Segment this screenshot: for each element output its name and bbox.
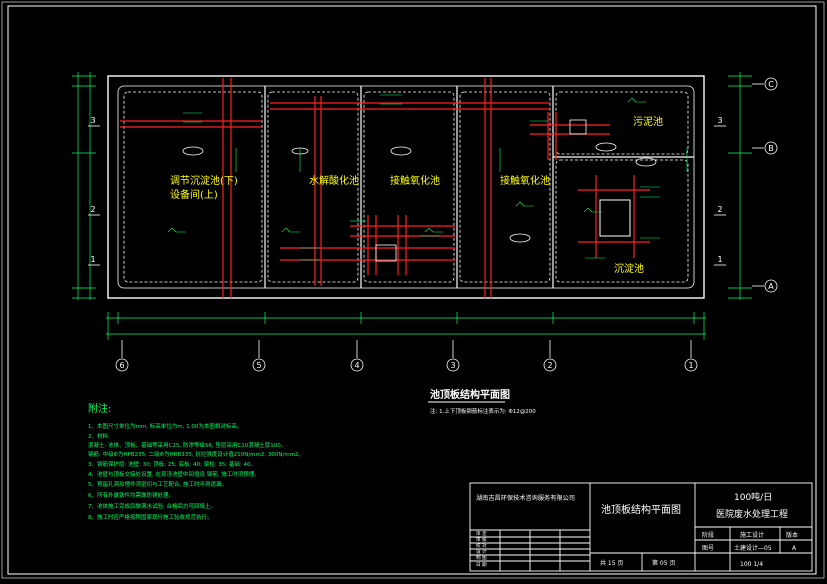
- axis-label-2: 2: [547, 361, 552, 370]
- company-name: 湖南吉昌环保技术咨询服务有限公司: [476, 494, 575, 502]
- value-version: A: [792, 545, 797, 552]
- note-line: 混凝土: 池体、顶板、基础等采用C25, 防渗等级S6, 垫层采用C10混凝土厚…: [88, 441, 286, 449]
- tank-outer-wall: [107, 75, 705, 299]
- label-stage: 阶段: [702, 531, 714, 539]
- room-labels: 调节沉淀池(下) 设备间(上) 水解酸化池 接触氧化池 接触氧化池 污泥池 沉淀…: [170, 115, 663, 275]
- axis-bubbles-bottom: [115, 340, 698, 372]
- drawing-title: 池顶板结构平面图: [430, 388, 510, 401]
- vertical-rebar-tags: [235, 148, 688, 172]
- scale-value: 100 1/4: [740, 561, 763, 568]
- label-drawing-no: 图号: [702, 545, 714, 552]
- note-line: 5、预留孔洞及埋件须密切与工艺配合, 施工时不得遗漏。: [88, 480, 227, 488]
- note-line: 1、本图尺寸单位为mm, 标高单位为m, 1.00为本图相对标高。: [88, 422, 242, 430]
- note-line: 钢筋: 中级Φ为HPB235, 二级Φ为HRB335, 抗拉强度设计值210N/…: [88, 450, 304, 458]
- sign-row: 审 定: [476, 530, 487, 537]
- room-label-wuni: 污泥池: [633, 115, 663, 128]
- axis-label-5: 5: [256, 361, 261, 370]
- rebar-lines: [120, 78, 650, 298]
- level-marks: [167, 97, 646, 233]
- opening-small-1: [375, 244, 397, 262]
- note-line: 3、钢筋保护层: 池壁: 30; 顶板: 25; 底板: 40; 梁柱: 35;…: [88, 460, 256, 468]
- elevation-markers: [182, 142, 657, 243]
- sign-row: 设 计: [476, 548, 487, 555]
- note-line: 8、施工时应严格按照国家现行施工验收规范执行。: [88, 513, 213, 521]
- note-line: 7、池体施工完成后做满水试验, 合格后方可回填土。: [88, 502, 216, 510]
- row-label-left-2: 2: [90, 205, 95, 214]
- drawing-note: 注: 1.上下顶板钢筋标注表示为: Φ12@200: [430, 407, 536, 415]
- rebar-annotations: [183, 94, 660, 261]
- project-name: 医院废水处理工程: [716, 508, 788, 520]
- internal-walls: [123, 91, 689, 283]
- project-capacity: 100吨/日: [734, 491, 772, 503]
- notes-list: 1、本图尺寸单位为mm, 标高单位为m, 1.00为本图相对标高。 2、材料: …: [88, 422, 304, 521]
- sign-row: 审 核: [476, 536, 487, 543]
- room-label-tiaojie: 调节沉淀池(下): [170, 174, 238, 187]
- sheet-frame: [7, 5, 817, 575]
- sign-row: 日 期: [476, 562, 487, 568]
- partition-walls: [264, 86, 694, 288]
- sign-row: 校 对: [476, 542, 487, 549]
- axis-label-b: B: [768, 144, 774, 153]
- page-total: 共 15 页: [600, 559, 623, 567]
- row-label-right-3: 3: [717, 116, 722, 125]
- room-label-shebei: 设备间(上): [170, 188, 218, 201]
- axis-label-3: 3: [450, 361, 455, 370]
- note-line: 2、材料:: [88, 432, 110, 440]
- room-label-chendian: 沉淀池: [614, 262, 644, 275]
- label-version: 版本: [786, 531, 798, 539]
- row-label-right-1: 1: [717, 255, 722, 264]
- axis-label-6: 6: [119, 361, 124, 370]
- axis-label-1: 1: [688, 361, 693, 370]
- room-label-shuijie: 水解酸化池: [309, 174, 359, 187]
- note-line: 6、所有外露铁件均需做防锈处理。: [88, 491, 174, 499]
- page-current: 第 05 页: [652, 559, 675, 567]
- bottom-dimension: [106, 312, 706, 340]
- room-label-jiechu-2: 接触氧化池: [500, 174, 550, 187]
- note-line: 4、池壁与顶板交接处设置, 在现浇池壁中间增设 钢筋, 施工时须预埋。: [88, 470, 260, 478]
- axis-bubbles-right: [752, 77, 778, 293]
- row-label-right-2: 2: [717, 205, 722, 214]
- left-dimension: [72, 72, 96, 300]
- row-label-left-1: 1: [90, 255, 95, 264]
- row-label-left-3: 3: [90, 116, 95, 125]
- value-stage: 施工设计: [740, 531, 764, 539]
- manhole-opening: [599, 199, 631, 237]
- axis-label-a: A: [768, 282, 774, 291]
- tank-inner-wall: [117, 85, 695, 289]
- room-label-jiechu-1: 接触氧化池: [390, 174, 440, 187]
- value-drawing-no: 土建设计—05: [734, 544, 772, 552]
- right-dimension: [728, 72, 752, 300]
- title-block-drawing-name: 池顶板结构平面图: [601, 503, 681, 516]
- axis-label-c: C: [768, 80, 774, 89]
- title-block: [469, 482, 813, 572]
- sign-row: 制 图: [476, 554, 487, 561]
- axis-label-4: 4: [354, 361, 359, 370]
- notes-heading: 附注:: [88, 402, 111, 415]
- opening-small-2: [569, 119, 587, 135]
